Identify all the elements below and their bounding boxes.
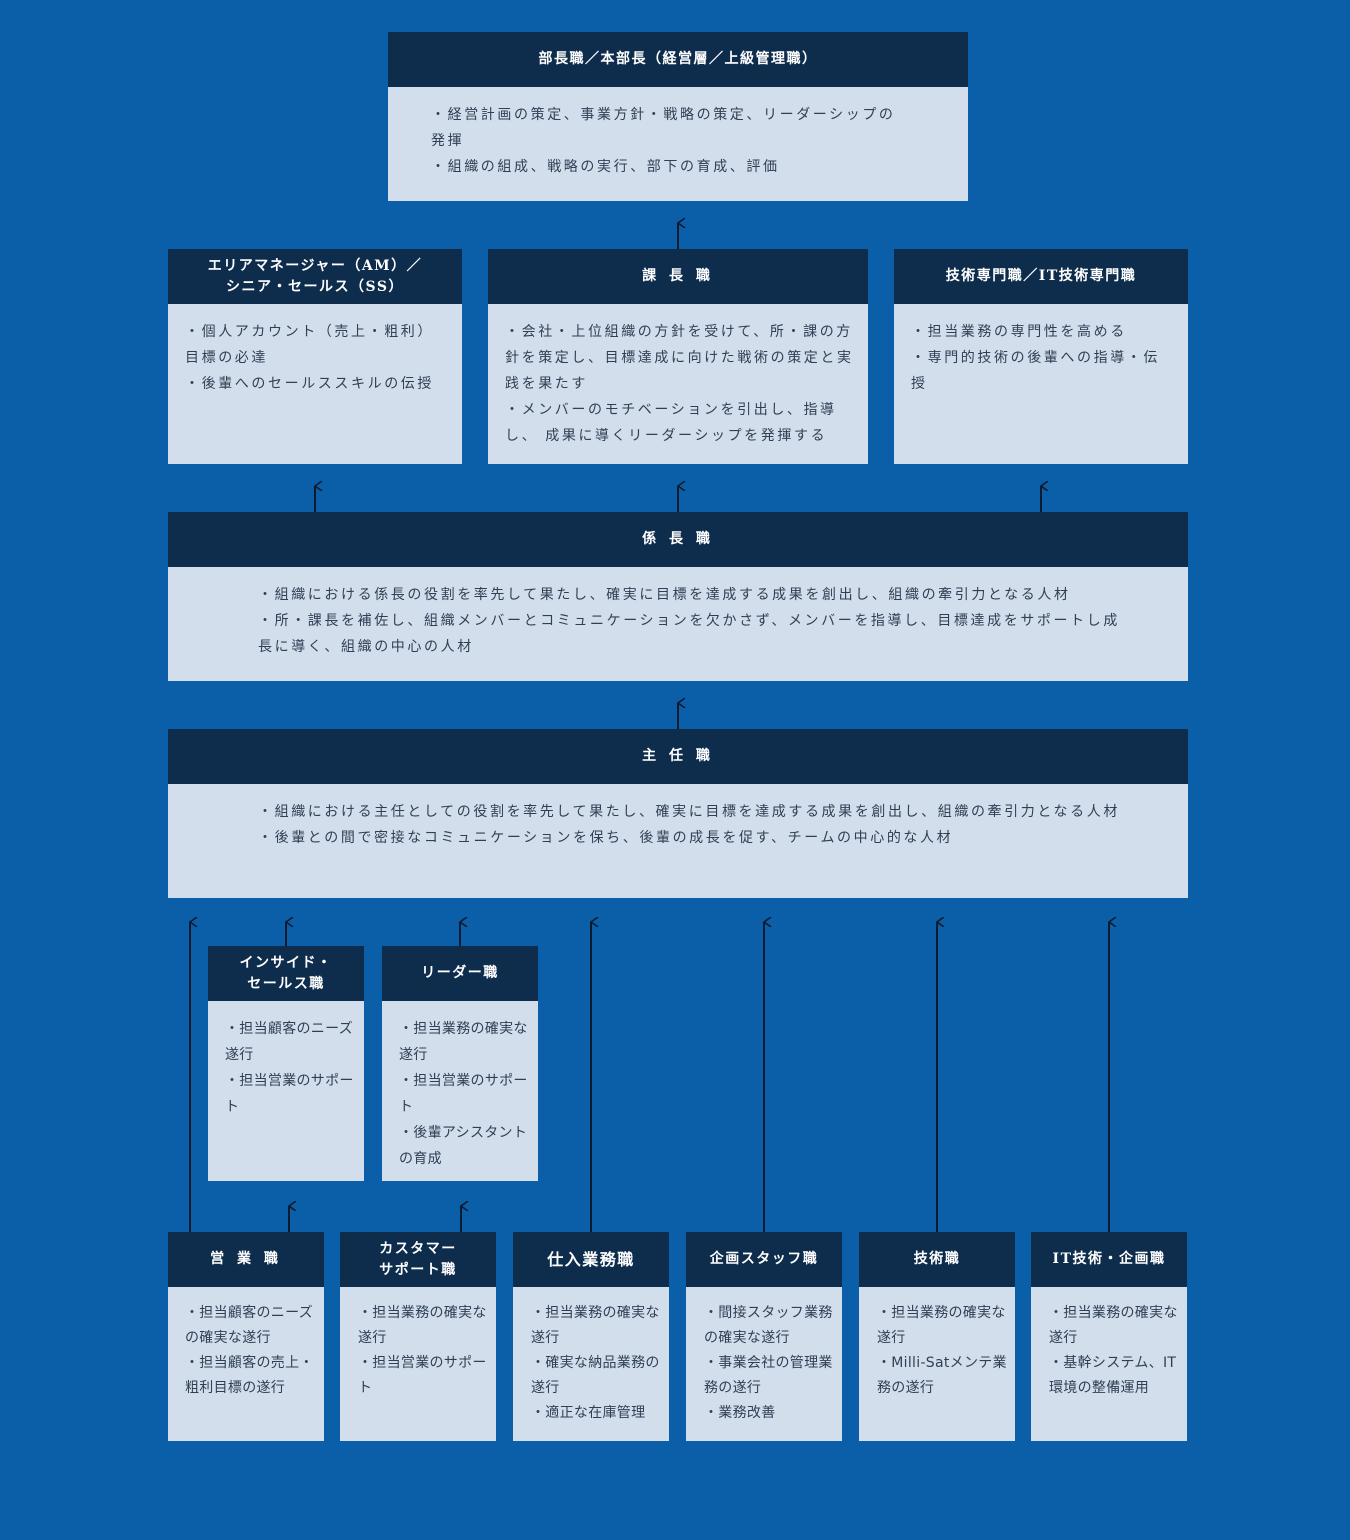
box-customer-support: カスタマー サポート職 ・担当業務の確実な遂行 ・担当営業のサポート <box>340 1232 496 1441</box>
inside-sales-title-line-2: セールス職 <box>247 975 325 992</box>
shiire-line-3: ・適正な在庫管理 <box>531 1405 646 1421</box>
box-kakaricho: 係 長 職 ・組織における係長の役割を率先して果たし、確実に目標を達成する成果を… <box>168 512 1188 681</box>
kacho-title: 課 長 職 <box>488 249 868 304</box>
bucho-line-2: ・組織の組成、戦略の実行、部下の育成、評価 <box>431 159 780 175</box>
box-kacho: 課 長 職 ・会社・上位組織の方針を受けて、所・課の方針を策定し、目標達成に向け… <box>488 249 868 464</box>
box-inside-sales: インサイド・ セールス職 ・担当顧客のニーズ遂行 ・担当営業のサポート <box>208 946 364 1181</box>
kikaku-staff-line-2: ・事業会社の管理業務の遂行 <box>704 1355 833 1396</box>
customer-support-title-line-2: サポート職 <box>379 1261 457 1278</box>
kikaku-staff-line-3: ・業務改善 <box>704 1405 776 1421</box>
box-gijutsu: 技術職 ・担当業務の確実な遂行 ・Milli-Satメンテ業務の遂行 <box>859 1232 1015 1441</box>
box-kikaku-staff: 企画スタッフ職 ・間接スタッフ業務の確実な遂行 ・事業会社の管理業務の遂行 ・業… <box>686 1232 842 1441</box>
kikaku-staff-body: ・間接スタッフ業務の確実な遂行 ・事業会社の管理業務の遂行 ・業務改善 <box>686 1287 842 1441</box>
kikaku-staff-title: 企画スタッフ職 <box>686 1232 842 1287</box>
kakaricho-body: ・組織における係長の役割を率先して果たし、確実に目標を達成する成果を創出し、組織… <box>168 567 1188 681</box>
gijutsu-line-2: ・Milli-Satメンテ業務の遂行 <box>877 1355 1007 1396</box>
am-title-line-1: エリアマネージャー（AM）／ <box>207 257 423 274</box>
eigyo-line-2: ・担当顧客の売上・粗利目標の遂行 <box>185 1355 314 1396</box>
leader-line-1: ・担当業務の確実な遂行 <box>399 1021 528 1063</box>
shiire-body: ・担当業務の確実な遂行 ・確実な納品業務の遂行 ・適正な在庫管理 <box>513 1287 669 1441</box>
tech-specialist-line-1: ・担当業務の専門性を高める <box>911 324 1127 340</box>
kakaricho-title: 係 長 職 <box>168 512 1188 567</box>
am-title-line-2: シニア・セールス（SS） <box>226 278 404 295</box>
it-kikaku-line-2: ・基幹システム、IT環境の整備運用 <box>1049 1355 1177 1396</box>
inside-sales-line-2: ・担当営業のサポート <box>225 1073 354 1115</box>
leader-line-3: ・後輩アシスタントの育成 <box>399 1125 528 1167</box>
box-leader: リーダー職 ・担当業務の確実な遂行 ・担当営業のサポート ・後輩アシスタントの育… <box>382 946 538 1181</box>
gijutsu-title: 技術職 <box>859 1232 1015 1287</box>
customer-support-title: カスタマー サポート職 <box>340 1232 496 1287</box>
box-it-kikaku: IT技術・企画職 ・担当業務の確実な遂行 ・基幹システム、IT環境の整備運用 <box>1031 1232 1187 1441</box>
am-title: エリアマネージャー（AM）／ シニア・セールス（SS） <box>168 249 462 304</box>
customer-support-line-1: ・担当業務の確実な遂行 <box>358 1305 487 1346</box>
box-bucho: 部長職／本部長（経営層／上級管理職） ・経営計画の策定、事業方針・戦略の策定、リ… <box>388 32 968 201</box>
it-kikaku-body: ・担当業務の確実な遂行 ・基幹システム、IT環境の整備運用 <box>1031 1287 1187 1441</box>
bucho-body: ・経営計画の策定、事業方針・戦略の策定、リーダーシップの発揮 ・組織の組成、戦略… <box>388 87 968 201</box>
gijutsu-line-1: ・担当業務の確実な遂行 <box>877 1305 1006 1346</box>
box-tech-specialist: 技術専門職／IT技術専門職 ・担当業務の専門性を高める ・専門的技術の後輩への指… <box>894 249 1188 464</box>
shunin-line-1: ・組織における主任としての役割を率先して果たし、確実に目標を達成する成果を創出し… <box>258 804 1120 820</box>
inside-sales-body: ・担当顧客のニーズ遂行 ・担当営業のサポート <box>208 1001 364 1181</box>
am-line-1: ・個人アカウント（売上・粗利）目標の必達 <box>185 324 434 366</box>
bucho-line-1: ・経営計画の策定、事業方針・戦略の策定、リーダーシップの発揮 <box>431 107 896 149</box>
tech-specialist-body: ・担当業務の専門性を高める ・専門的技術の後輩への指導・伝授 <box>894 304 1188 464</box>
eigyo-title: 営 業 職 <box>168 1232 324 1287</box>
shunin-body: ・組織における主任としての役割を率先して果たし、確実に目標を達成する成果を創出し… <box>168 784 1188 898</box>
kacho-body: ・会社・上位組織の方針を受けて、所・課の方針を策定し、目標達成に向けた戦術の策定… <box>488 304 868 464</box>
am-body: ・個人アカウント（売上・粗利）目標の必達 ・後輩へのセールススキルの伝授 <box>168 304 462 464</box>
gijutsu-body: ・担当業務の確実な遂行 ・Milli-Satメンテ業務の遂行 <box>859 1287 1015 1441</box>
shunin-line-2: ・後輩との間で密接なコミュニケーションを保ち、後輩の成長を促す、チームの中心的な… <box>258 830 954 846</box>
kakaricho-line-1: ・組織における係長の役割を率先して果たし、確実に目標を達成する成果を創出し、組織… <box>258 587 1071 603</box>
kacho-line-2: ・メンバーのモチベーションを引出し、指導し、 成果に導くリーダーシップを発揮する <box>505 402 837 444</box>
shiire-title: 仕入業務職 <box>513 1232 669 1287</box>
leader-body: ・担当業務の確実な遂行 ・担当営業のサポート ・後輩アシスタントの育成 <box>382 1001 538 1181</box>
shiire-line-2: ・確実な納品業務の遂行 <box>531 1355 660 1396</box>
customer-support-line-2: ・担当営業のサポート <box>358 1355 487 1396</box>
customer-support-title-line-1: カスタマー <box>379 1240 457 1257</box>
inside-sales-title-line-1: インサイド・ <box>239 954 333 971</box>
box-shunin: 主 任 職 ・組織における主任としての役割を率先して果たし、確実に目標を達成する… <box>168 729 1188 898</box>
tech-specialist-line-2: ・専門的技術の後輩への指導・伝授 <box>911 350 1160 392</box>
it-kikaku-title: IT技術・企画職 <box>1031 1232 1187 1287</box>
it-kikaku-line-1: ・担当業務の確実な遂行 <box>1049 1305 1178 1346</box>
inside-sales-title: インサイド・ セールス職 <box>208 946 364 1001</box>
kikaku-staff-line-1: ・間接スタッフ業務の確実な遂行 <box>704 1305 833 1346</box>
box-area-manager: エリアマネージャー（AM）／ シニア・セールス（SS） ・個人アカウント（売上・… <box>168 249 462 464</box>
kakaricho-line-2: ・所・課長を補佐し、組織メンバーとコミュニケーションを欠かさず、メンバーを指導し… <box>258 613 1120 655</box>
bucho-title: 部長職／本部長（経営層／上級管理職） <box>388 32 968 87</box>
customer-support-body: ・担当業務の確実な遂行 ・担当営業のサポート <box>340 1287 496 1441</box>
tech-specialist-title: 技術専門職／IT技術専門職 <box>894 249 1188 304</box>
shunin-title: 主 任 職 <box>168 729 1188 784</box>
inside-sales-line-1: ・担当顧客のニーズ遂行 <box>225 1021 353 1063</box>
eigyo-line-1: ・担当顧客のニーズの確実な遂行 <box>185 1305 313 1346</box>
box-eigyo: 営 業 職 ・担当顧客のニーズの確実な遂行 ・担当顧客の売上・粗利目標の遂行 <box>168 1232 324 1441</box>
leader-line-2: ・担当営業のサポート <box>399 1073 528 1115</box>
am-line-2: ・後輩へのセールススキルの伝授 <box>185 376 434 392</box>
shiire-line-1: ・担当業務の確実な遂行 <box>531 1305 660 1346</box>
eigyo-body: ・担当顧客のニーズの確実な遂行 ・担当顧客の売上・粗利目標の遂行 <box>168 1287 324 1441</box>
box-shiire: 仕入業務職 ・担当業務の確実な遂行 ・確実な納品業務の遂行 ・適正な在庫管理 <box>513 1232 669 1441</box>
kacho-line-1: ・会社・上位組織の方針を受けて、所・課の方針を策定し、目標達成に向けた戦術の策定… <box>505 324 854 392</box>
leader-title: リーダー職 <box>382 946 538 1001</box>
